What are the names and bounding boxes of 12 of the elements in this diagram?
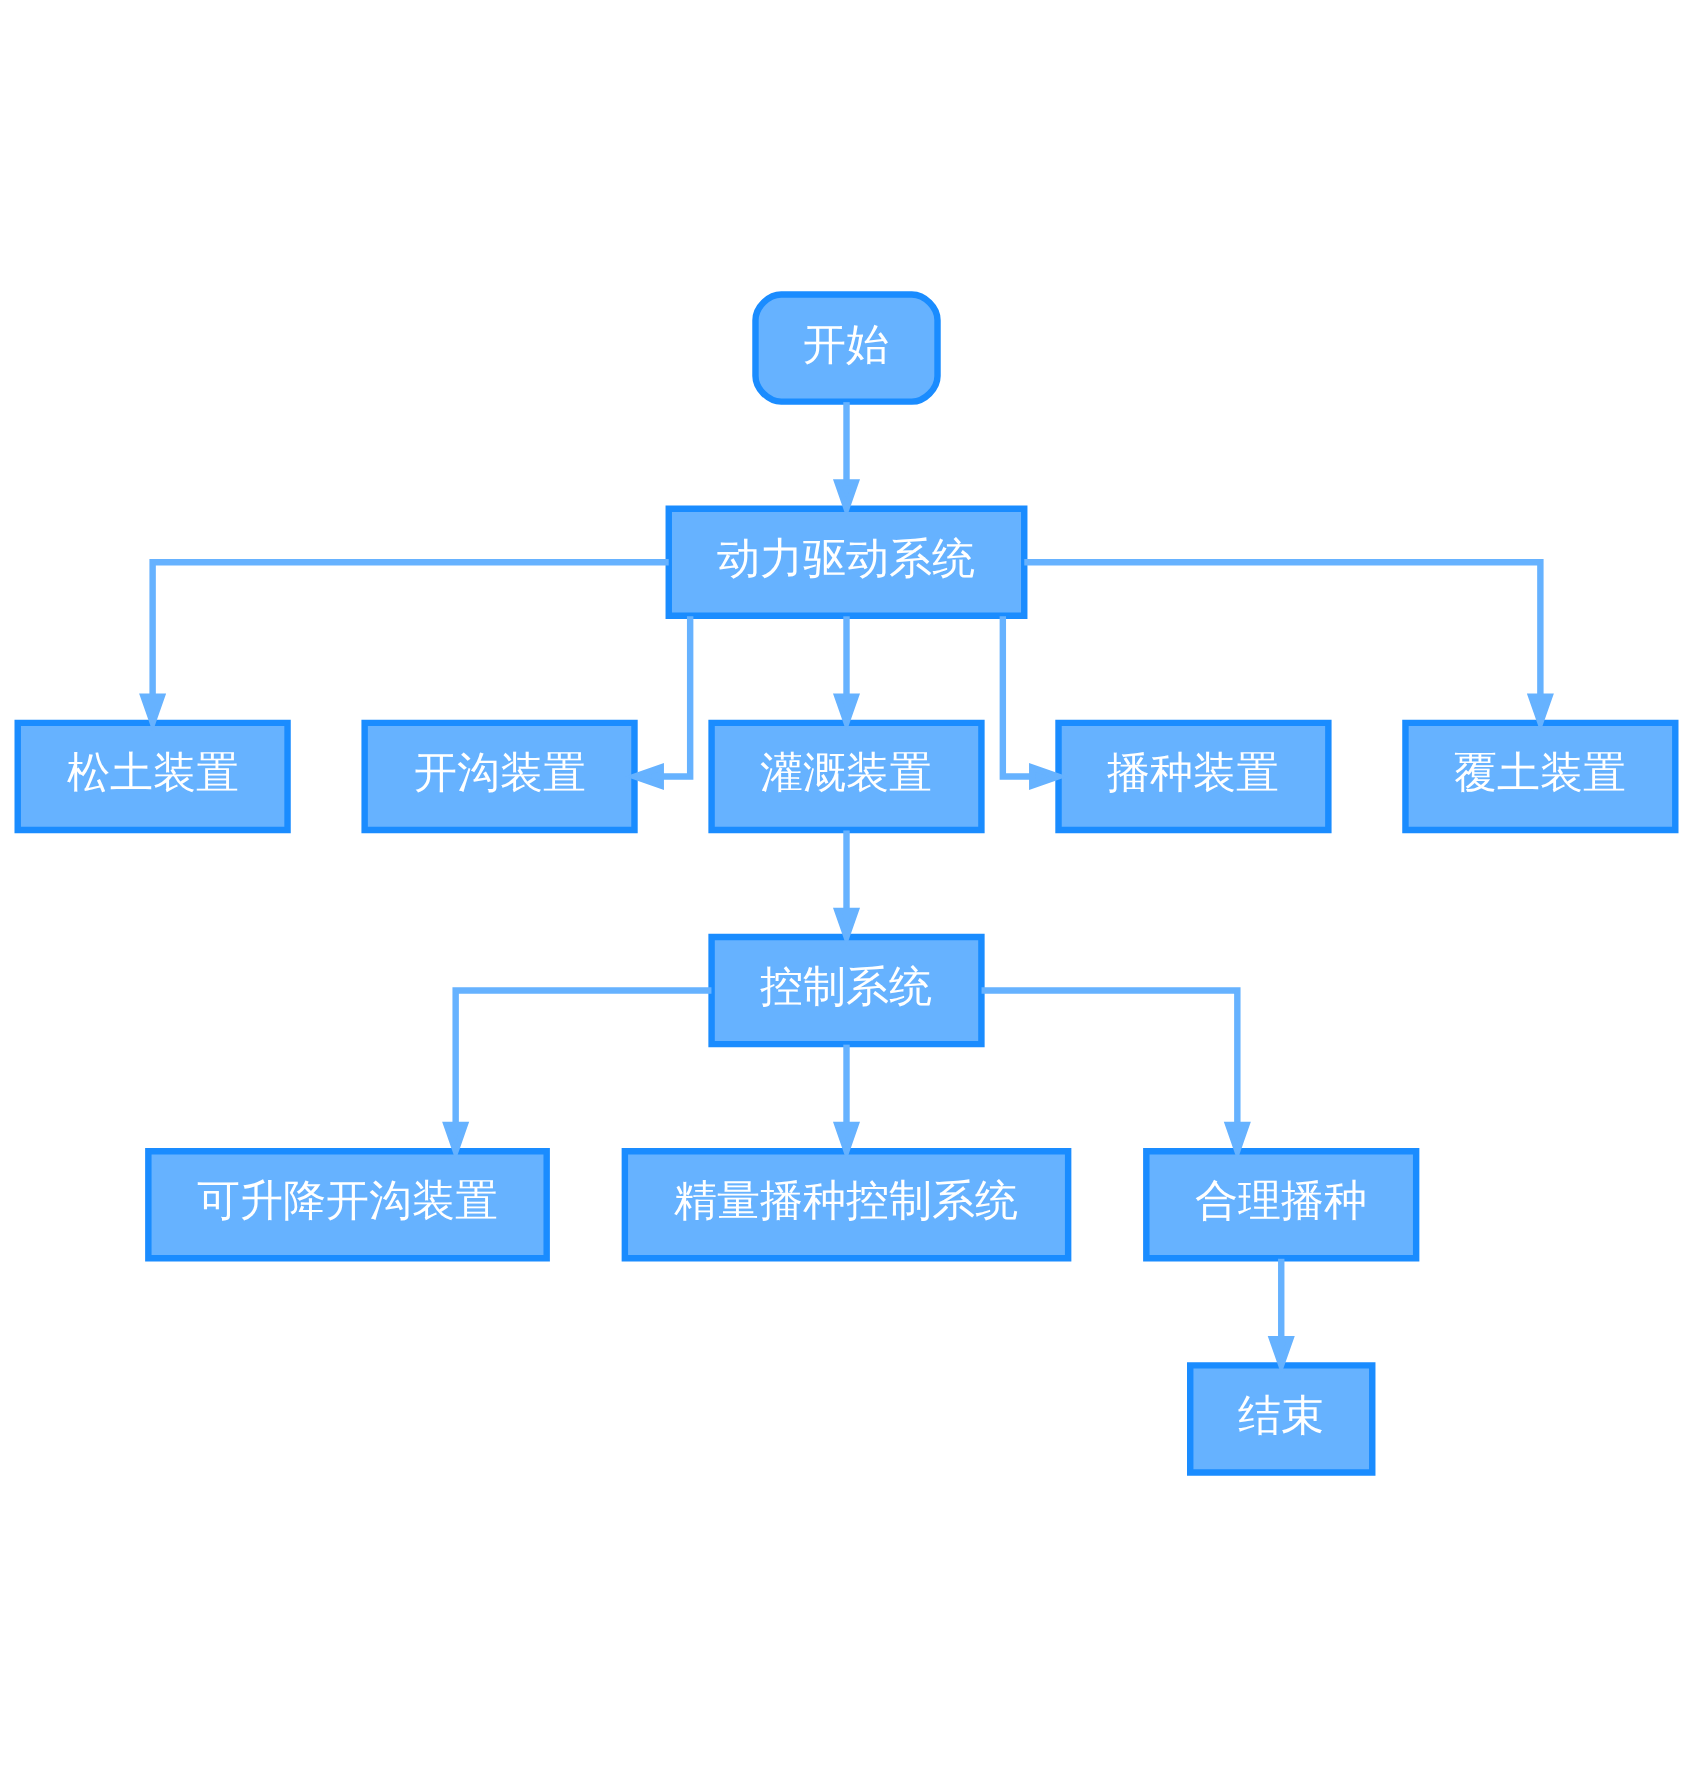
node-box: 播种装置	[1054, 719, 1332, 834]
node-box: 合理播种	[1142, 1148, 1419, 1262]
node-box: 松土装置	[14, 719, 291, 834]
node-box: 开始	[751, 291, 941, 405]
node-box: 灌溉装置	[707, 719, 985, 834]
node-box: 覆土装置	[1401, 719, 1678, 834]
node-box: 可升降开沟装置	[144, 1148, 550, 1262]
node-box: 控制系统	[707, 933, 985, 1048]
node-box: 精量播种控制系统	[621, 1148, 1071, 1262]
node-box: 开沟装置	[360, 719, 638, 834]
node-box: 动力驱动系统	[665, 505, 1027, 619]
node-box: 结束	[1186, 1362, 1375, 1476]
